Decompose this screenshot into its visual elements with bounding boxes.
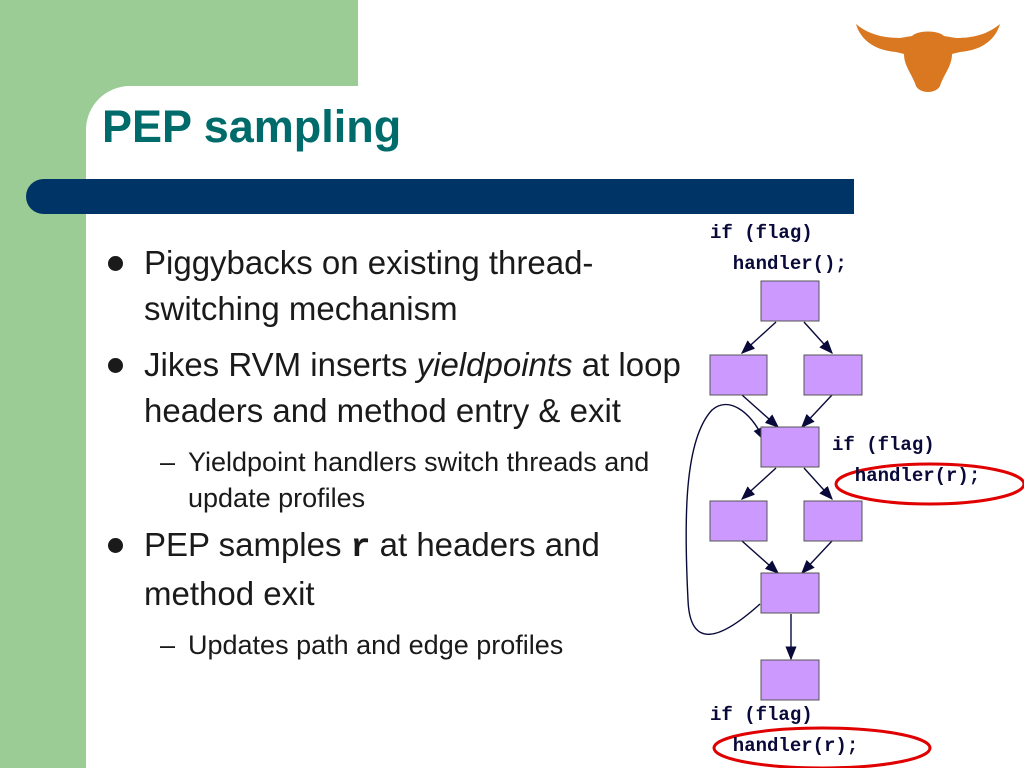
cfg-node — [760, 572, 820, 614]
bullet-dot — [108, 256, 123, 271]
sub-bullet-dash: – — [160, 447, 176, 477]
code-snippet-top: if (flag) handler(); — [710, 222, 847, 275]
cfg-node — [803, 500, 863, 542]
slide-title: PEP sampling — [102, 101, 402, 152]
cfg-edge — [740, 321, 777, 354]
cfg-node — [803, 354, 863, 396]
bullet-text: Piggybacks on existing thread-switching … — [144, 244, 594, 327]
cfg-edge — [741, 540, 780, 574]
cfg-node — [760, 426, 820, 468]
sub-bullet-item: – Yieldpoint handlers switch threads and… — [106, 444, 686, 516]
sub-bullet-dash: – — [160, 630, 176, 660]
cfg-edge — [741, 394, 780, 428]
bullet-text: Jikes RVM inserts — [144, 346, 417, 383]
bullet-text: at loop headers and method entry & exit — [144, 346, 681, 429]
bullet-item: PEP samples r at headers and method exit — [106, 522, 686, 617]
code-snippet-mid: if (flag) handler(r); — [832, 434, 981, 487]
cfg-node — [709, 500, 768, 542]
highlight-ellipse — [712, 726, 932, 768]
title-underline-bar — [26, 179, 854, 214]
sub-bullet-text: Yieldpoint handlers switch threads and u… — [188, 447, 650, 513]
bullet-item: Piggybacks on existing thread-switching … — [106, 240, 686, 332]
bullet-text: at headers and method exit — [144, 526, 600, 612]
bullet-dot — [108, 358, 123, 373]
bullet-text: PEP samples — [144, 526, 351, 563]
cfg-edge — [803, 321, 833, 355]
cfg-edge — [740, 467, 777, 500]
highlight-ellipse — [834, 462, 1024, 506]
cfg-edge — [801, 394, 833, 429]
cfg-node — [760, 280, 820, 322]
bullet-list: Piggybacks on existing thread-switching … — [106, 240, 686, 669]
cfg-edge — [801, 540, 833, 575]
sub-bullet-text: Updates path and edge profiles — [188, 630, 564, 660]
longhorn-icon — [856, 24, 1000, 92]
code-snippet-bottom: if (flag) handler(r); — [710, 704, 859, 757]
bullet-emphasis: yieldpoints — [416, 346, 573, 383]
sub-bullet-item: – Updates path and edge profiles — [106, 627, 686, 663]
cfg-node — [760, 659, 820, 701]
cfg-edge — [803, 467, 833, 501]
bullet-code: r — [350, 529, 371, 566]
bullet-item: Jikes RVM inserts yieldpoints at loop he… — [106, 342, 686, 434]
cfg-node — [709, 354, 768, 396]
bullet-dot — [108, 538, 123, 553]
cfg-back-edge — [685, 403, 765, 635]
